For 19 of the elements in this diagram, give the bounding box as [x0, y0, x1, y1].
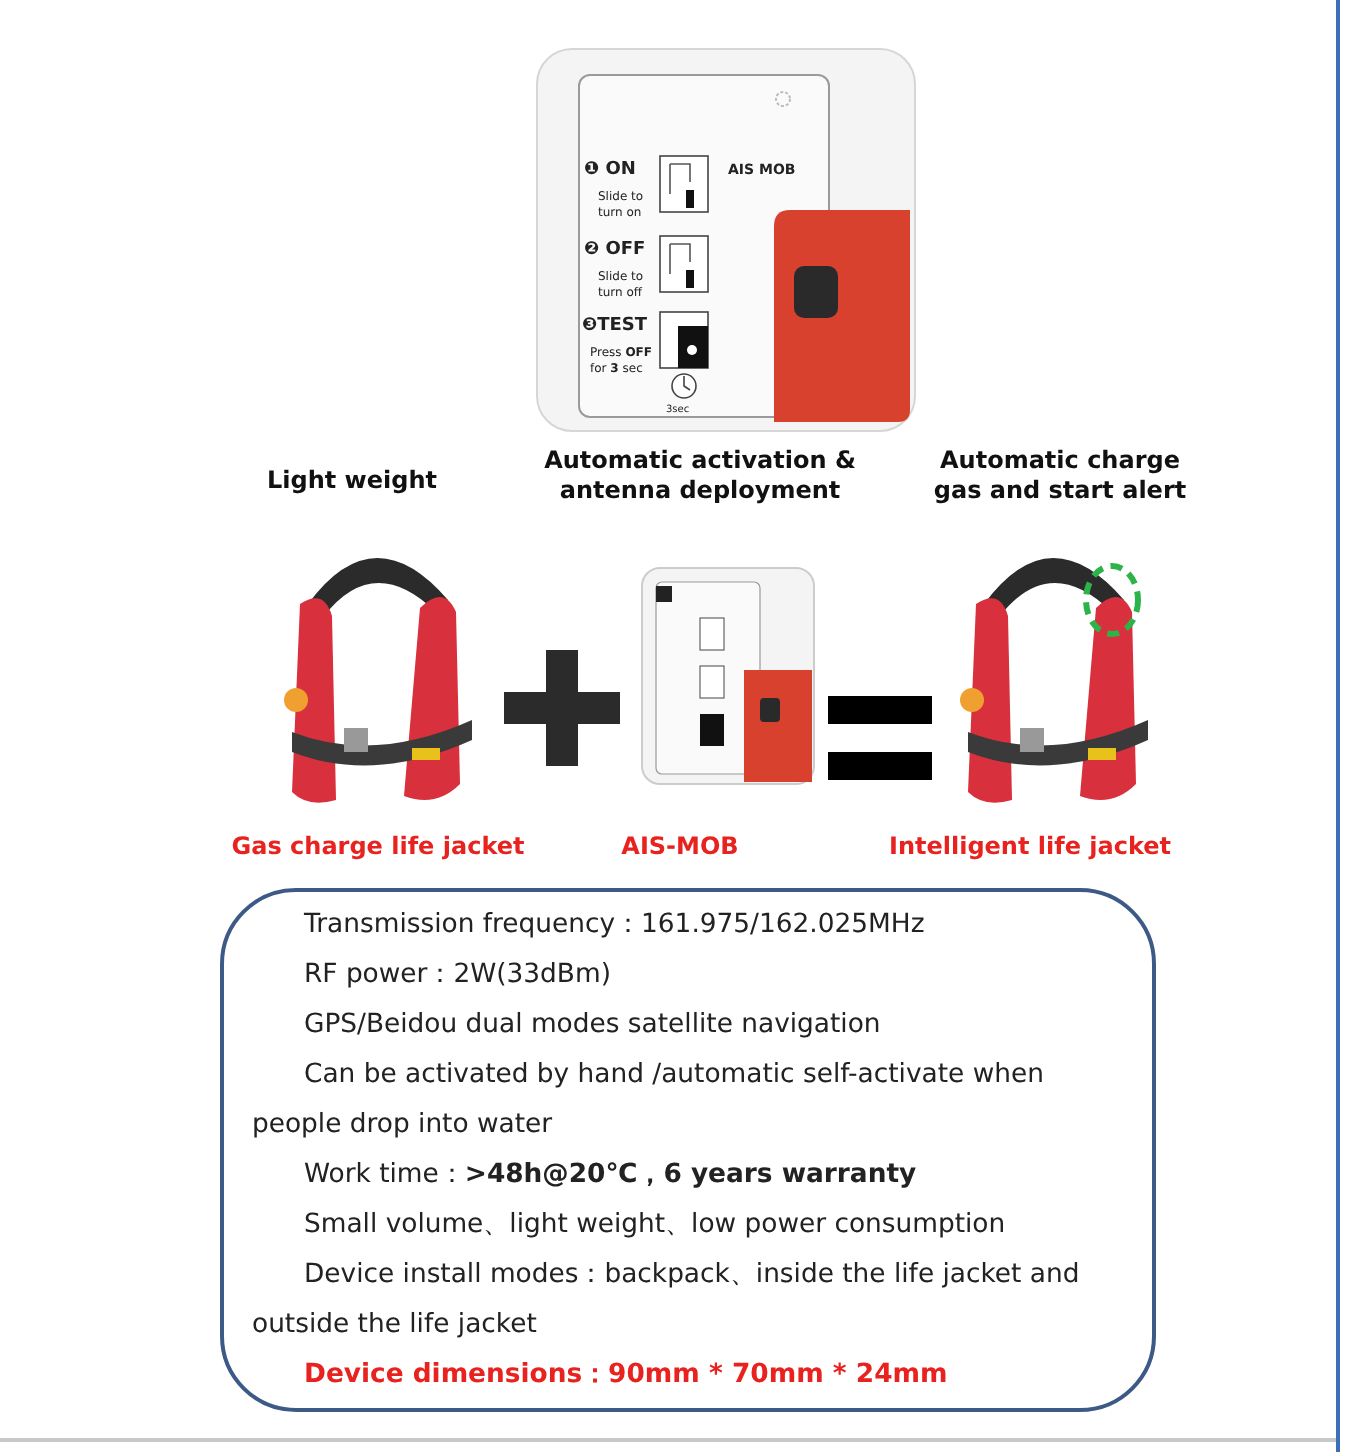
item-caption: Gas charge life jacket [229, 832, 527, 862]
spec-line: Small volume、light weight、low power consumption [302, 1208, 1008, 1244]
spec-line: Can be activated by hand /automatic self-activate when people drop into water [252, 1058, 1046, 1144]
spec-line: Transmission frequency：161.975/162.025MHz [302, 908, 927, 944]
step-label: ❷ OFF [584, 242, 648, 258]
item-caption: AIS-MOB [619, 832, 741, 862]
spec-line: Device install modes：backpack、inside the life jacket and outside the life jacket [252, 1258, 1082, 1344]
item-caption: Intelligent life jacket [886, 832, 1174, 862]
spec-panel [220, 888, 1156, 1412]
spec-line: Work time：>48h@20℃，6 years warranty [302, 1158, 919, 1194]
spec-line: RF power：2W(33dBm) [302, 958, 613, 994]
step-label: ❶ ON [584, 162, 638, 178]
beacon-device [536, 48, 916, 432]
feature-heading: Automatic charge gas and start alert [931, 446, 1189, 506]
feature-heading: Light weight [264, 466, 439, 496]
spec-line: GPS/Beidou dual modes satellite navigation [302, 1008, 883, 1044]
feature-heading: Automatic activation & antenna deployment [542, 446, 858, 506]
spec-line: Device dimensions：90mm * 70mm * 24mm [302, 1358, 950, 1394]
step-label: ❸TEST [582, 318, 650, 334]
